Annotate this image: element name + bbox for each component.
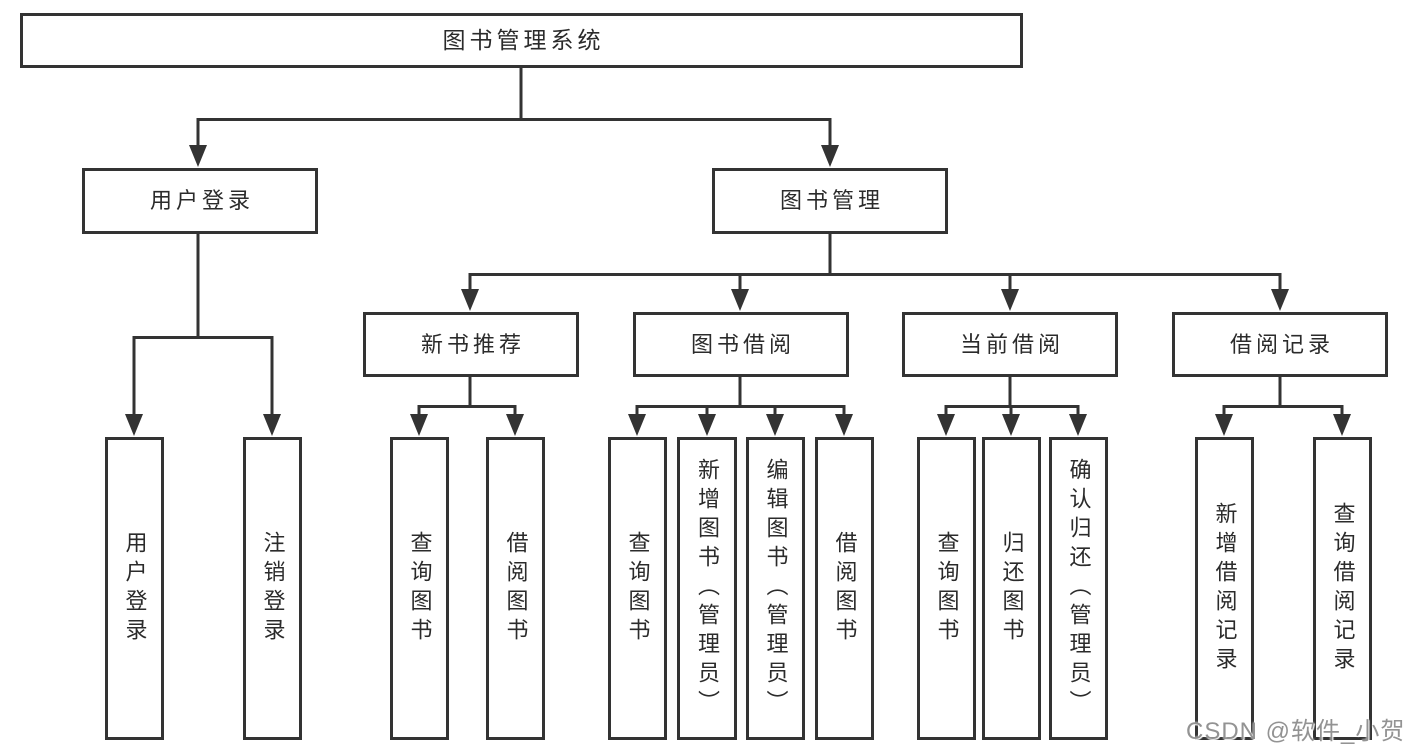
leaf-query-borrow-record-label: 查询借阅记录: [1330, 501, 1356, 676]
leaf-user-login-label: 用户登录: [122, 530, 148, 647]
leaf-query-books-1: 查询图书: [390, 437, 449, 740]
leaf-borrow-books-1-label: 借阅图书: [503, 530, 529, 647]
leaf-logout-label: 注销登录: [260, 530, 286, 647]
node-library-system: 图书管理系统: [20, 13, 1023, 68]
node-book-borrowing: 图书借阅: [633, 312, 849, 377]
node-book-management: 图书管理: [712, 168, 948, 234]
node-user-login-label: 用户登录: [149, 188, 254, 213]
leaf-query-books-2-label: 查询图书: [625, 530, 651, 647]
node-current-borrowing: 当前借阅: [902, 312, 1118, 377]
leaf-return-books-label: 归还图书: [999, 530, 1025, 647]
leaf-user-login: 用户登录: [105, 437, 164, 740]
node-book-management-label: 图书管理: [779, 188, 884, 213]
node-new-book-recommend: 新书推荐: [363, 312, 579, 377]
connector-arrowheads: [125, 145, 1351, 436]
leaf-return-books: 归还图书: [982, 437, 1041, 740]
node-new-book-recommend-label: 新书推荐: [420, 331, 525, 357]
leaf-confirm-return-admin-label: 确认归还（管理员）: [1066, 458, 1092, 719]
node-current-borrowing-label: 当前借阅: [959, 331, 1064, 357]
node-library-system-label: 图书管理系统: [442, 27, 605, 53]
node-borrowing-records-label: 借阅记录: [1229, 331, 1334, 357]
csdn-watermark: CSDN @软件_小贺同学: [1186, 718, 1405, 745]
leaf-query-books-3: 查询图书: [917, 437, 976, 740]
leaf-edit-book-admin-label: 编辑图书（管理员）: [763, 458, 789, 719]
leaf-add-book-admin-label: 新增图书（管理员）: [695, 458, 720, 719]
node-user-login: 用户登录: [82, 168, 318, 234]
leaf-logout: 注销登录: [243, 437, 302, 740]
node-borrowing-records: 借阅记录: [1172, 312, 1388, 377]
leaf-borrow-books-1: 借阅图书: [486, 437, 545, 740]
leaf-query-books-2: 查询图书: [608, 437, 667, 740]
leaf-query-borrow-record: 查询借阅记录: [1313, 437, 1372, 740]
leaf-edit-book-admin: 编辑图书（管理员）: [746, 437, 805, 740]
connector-lines: [132, 67, 1344, 418]
leaf-borrow-books-2: 借阅图书: [815, 437, 874, 740]
leaf-query-books-3-label: 查询图书: [934, 530, 960, 647]
node-book-borrowing-label: 图书借阅: [690, 331, 795, 357]
leaf-borrow-books-2-label: 借阅图书: [832, 530, 858, 647]
leaf-add-book-admin: 新增图书（管理员）: [677, 437, 737, 740]
leaf-add-borrow-record: 新增借阅记录: [1195, 437, 1254, 740]
leaf-confirm-return-admin: 确认归还（管理员）: [1049, 437, 1108, 740]
leaf-add-borrow-record-label: 新增借阅记录: [1212, 501, 1238, 676]
leaf-query-books-1-label: 查询图书: [407, 530, 433, 647]
